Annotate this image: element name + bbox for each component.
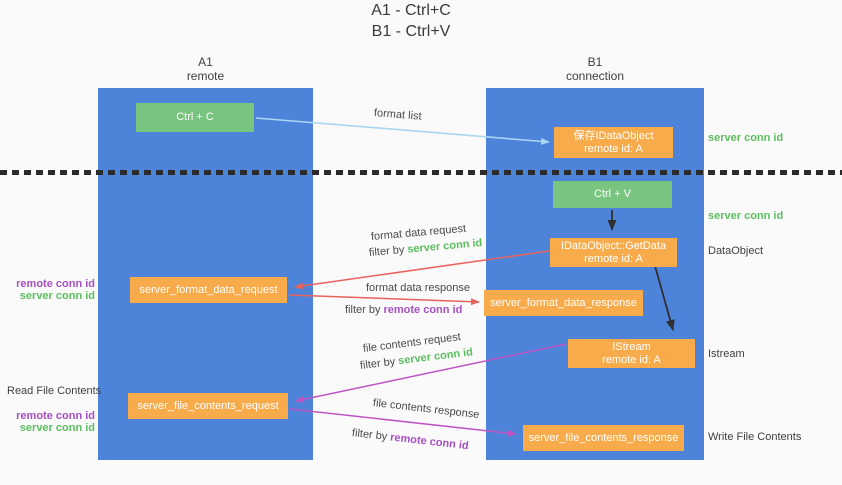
node-istream-subtitle: remote id: A [602, 353, 661, 366]
filter-by-text: filter by [345, 304, 381, 316]
node-ctrl-c-label: Ctrl + C [176, 111, 214, 123]
dashed-separator-line [0, 170, 842, 175]
lane-b1-name: B1 [587, 55, 603, 69]
node-istream-title: IStream [612, 340, 651, 353]
node-server-file-contents-request: server_file_contents_request [128, 393, 288, 419]
node-ctrl-c: Ctrl + C [136, 103, 254, 132]
node-server-file-contents-response-label: server_file_contents_response [528, 431, 679, 444]
node-server-format-data-request: server_format_data_request [130, 277, 287, 303]
lane-header-b1: B1 connection [486, 55, 704, 83]
arrow-format-data-response [288, 294, 480, 306]
node-save-idataobject-subtitle: remote id: A [584, 142, 643, 155]
right-label-server-conn-id-mid: server conn id [708, 210, 784, 222]
node-ctrl-v-label: Ctrl + V [594, 188, 631, 200]
remote-conn-id-text: remote conn id [383, 304, 463, 316]
node-istream: IStream remote id: A [568, 339, 695, 368]
left-label-server-conn-id-bottom: server conn id [19, 422, 95, 434]
right-label-server-conn-id-top: server conn id [708, 132, 784, 144]
node-server-file-contents-response: server_file_contents_response [523, 425, 684, 451]
arrow-getdata-to-istream [654, 265, 675, 331]
diagram-title: A1 - Ctrl+C B1 - Ctrl+V [0, 0, 822, 42]
node-server-format-data-response-label: server_format_data_response [490, 296, 637, 309]
node-idataobject-getdata-subtitle: remote id: A [584, 252, 643, 265]
node-server-file-contents-request-label: server_file_contents_request [137, 399, 279, 412]
node-ctrl-v: Ctrl + V [553, 181, 672, 208]
arrow-format-list [255, 117, 550, 145]
title-line-2: B1 - Ctrl+V [371, 23, 451, 40]
lane-b1-subtitle: connection [565, 69, 625, 83]
lane-a1-name: A1 [198, 55, 213, 69]
left-label-server-conn-id-top: server conn id [19, 290, 95, 302]
lane-a1-subtitle: remote [186, 69, 225, 83]
arrow-file-contents-response [289, 408, 517, 437]
right-label-write-file-contents: Write File Contents [708, 431, 802, 443]
lane-header-a1: A1 remote [98, 55, 313, 83]
arrow-file-contents-request [295, 343, 567, 403]
node-idataobject-getdata: IDataObject::GetData remote id: A [550, 238, 677, 267]
node-server-format-data-request-label: server_format_data_request [139, 283, 278, 296]
label-format-data-response: format data response [366, 282, 470, 294]
left-label-remote-conn-id-bottom: remote conn id [16, 410, 95, 422]
left-label-remote-conn-id-top: remote conn id [16, 278, 95, 290]
node-server-format-data-response: server_format_data_response [484, 290, 643, 316]
node-save-idataobject-title: 保存IDataObject [573, 129, 654, 142]
title-line-1: A1 - Ctrl+C [371, 2, 451, 19]
node-idataobject-getdata-title: IDataObject::GetData [560, 239, 667, 252]
arrow-format-data-request [294, 250, 550, 290]
right-label-istream: Istream [708, 348, 745, 360]
right-label-dataobject: DataObject [708, 245, 764, 257]
left-label-read-file-contents: Read File Contents [7, 385, 102, 397]
node-save-idataobject: 保存IDataObject remote id: A [554, 127, 673, 158]
